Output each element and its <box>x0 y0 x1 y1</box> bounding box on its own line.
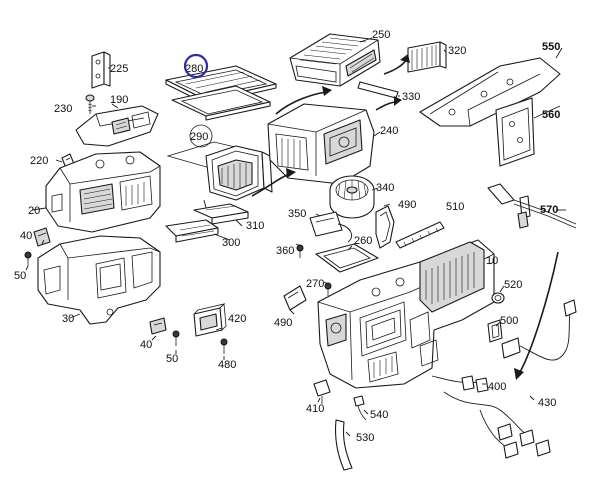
label-10: 10 <box>486 255 498 267</box>
label-400: 400 <box>488 381 506 393</box>
label-490-upper: 490 <box>398 199 416 211</box>
part-50-screw-left[interactable] <box>24 251 32 266</box>
part-550-panel[interactable] <box>419 57 561 127</box>
highlight-ring-280 <box>183 53 209 79</box>
part-340-blower[interactable] <box>329 175 375 219</box>
label-430: 430 <box>538 397 556 409</box>
part-480-screw[interactable] <box>220 338 228 354</box>
label-40-left: 40 <box>20 230 32 242</box>
part-40-clip-mid[interactable] <box>149 317 167 335</box>
part-520-grommet[interactable] <box>491 292 505 304</box>
label-50-mid: 50 <box>166 353 178 365</box>
label-190: 190 <box>110 94 128 106</box>
ring-290 <box>189 124 213 148</box>
part-270-screw[interactable] <box>324 282 332 296</box>
label-330: 330 <box>402 91 420 103</box>
part-310-bar[interactable] <box>193 203 249 225</box>
part-360-screw[interactable] <box>296 244 304 258</box>
part-530-hose[interactable] <box>334 419 353 471</box>
part-300-bar[interactable] <box>165 219 219 243</box>
label-270: 270 <box>306 278 324 290</box>
label-360: 360 <box>276 245 294 257</box>
part-490-gasket-upper[interactable] <box>375 205 395 249</box>
label-290: 290 <box>190 131 208 143</box>
label-500: 500 <box>500 315 518 327</box>
assembly-arrows <box>251 54 559 380</box>
part-330-rod[interactable] <box>357 81 399 99</box>
label-340: 340 <box>376 182 394 194</box>
part-350-regulator[interactable] <box>309 211 352 243</box>
label-320: 320 <box>448 45 466 57</box>
leader-lines <box>25 37 566 437</box>
label-300: 300 <box>222 237 240 249</box>
label-250: 250 <box>372 29 390 41</box>
part-30-housing[interactable] <box>37 235 161 325</box>
part-290-filter-element[interactable] <box>166 141 273 201</box>
part-320-filter[interactable] <box>407 41 447 73</box>
label-410: 410 <box>306 403 324 415</box>
label-560: 560 <box>542 109 560 121</box>
part-540-sensor[interactable] <box>353 395 367 421</box>
part-40-clip-left[interactable] <box>33 227 51 247</box>
label-280: 280 <box>185 63 203 75</box>
label-490-lower: 490 <box>274 317 292 329</box>
label-350: 350 <box>288 208 306 220</box>
label-520: 520 <box>504 279 522 291</box>
label-220: 220 <box>30 155 48 167</box>
label-550: 550 <box>542 41 560 53</box>
label-240: 240 <box>380 125 398 137</box>
part-280-filter-lower[interactable] <box>171 85 271 121</box>
part-500-seal[interactable] <box>487 319 503 343</box>
label-310: 310 <box>246 220 264 232</box>
label-20: 20 <box>28 205 40 217</box>
part-410-actuator[interactable] <box>313 379 331 404</box>
part-230-screw[interactable] <box>85 94 95 114</box>
part-labels: 225 230 190 220 20 40 50 30 40 50 420 48… <box>14 29 560 444</box>
part-430-harness[interactable] <box>443 299 577 459</box>
part-420-connector[interactable] <box>193 303 227 337</box>
label-570: 570 <box>540 204 558 216</box>
part-250-top-module[interactable] <box>289 33 381 87</box>
label-510: 510 <box>446 201 464 213</box>
label-30: 30 <box>62 313 74 325</box>
part-50-screw-mid[interactable] <box>172 330 180 346</box>
part-570-clip[interactable] <box>487 183 577 229</box>
label-230: 230 <box>54 103 72 115</box>
part-240-housing[interactable] <box>267 103 375 185</box>
label-530: 530 <box>356 432 374 444</box>
label-480: 480 <box>218 359 236 371</box>
part-510-strip[interactable] <box>395 221 445 249</box>
part-190-duct[interactable] <box>75 105 159 147</box>
label-50-left: 50 <box>14 270 26 282</box>
part-490-seal-lower[interactable] <box>283 285 307 311</box>
label-260: 260 <box>354 235 372 247</box>
part-225-bracket[interactable] <box>91 51 111 89</box>
label-225: 225 <box>110 63 128 75</box>
part-260-gasket[interactable] <box>315 243 379 273</box>
label-540: 540 <box>370 409 388 421</box>
label-40-mid: 40 <box>140 339 152 351</box>
part-20-housing[interactable] <box>45 151 161 233</box>
label-420: 420 <box>228 313 246 325</box>
part-560-panel[interactable] <box>495 97 535 167</box>
part-400-harness[interactable] <box>431 375 489 393</box>
main-hvac-assembly[interactable] <box>317 239 495 389</box>
